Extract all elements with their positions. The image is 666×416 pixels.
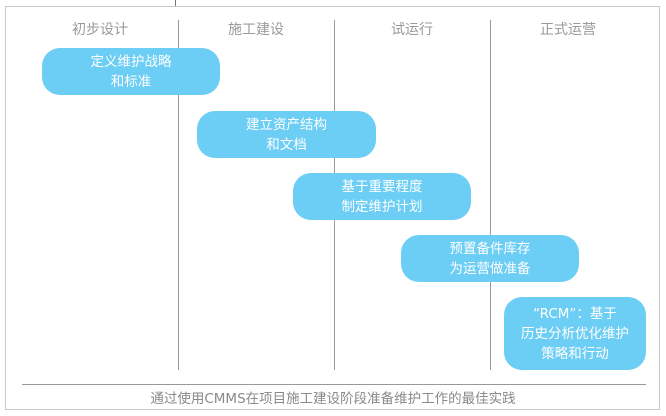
task-line: 历史分析优化维护 — [521, 325, 629, 342]
phase-divider — [178, 20, 179, 370]
phase-header-operation: 正式运营 — [540, 22, 596, 38]
task-line: 预置备件库存 — [449, 240, 531, 257]
task-line: 建立资产结构 — [246, 116, 327, 133]
task-box-rcm: “RCM”：基于 历史分析优化维护 策略和行动 — [504, 297, 646, 370]
phase-header-design: 初步设计 — [72, 22, 128, 38]
diagram-caption: 通过使用CMMS在项目施工建设阶段准备维护工作的最佳实践 — [150, 391, 516, 407]
phase-header-construction: 施工建设 — [228, 22, 284, 38]
task-box-spare-parts: 预置备件库存 为运营做准备 — [401, 235, 579, 282]
task-box-strategy: 定义维护战略 和标准 — [42, 48, 220, 95]
task-line: 策略和行动 — [541, 345, 609, 362]
phase-header-commissioning: 试运行 — [391, 22, 433, 38]
task-line: 为运营做准备 — [449, 260, 531, 277]
top-connector-line — [175, 0, 176, 6]
diagram-frame — [5, 6, 660, 410]
task-line: 基于重要程度 — [341, 178, 423, 195]
task-box-asset-structure: 建立资产结构 和文档 — [197, 111, 376, 158]
task-line: 定义维护战略 — [90, 53, 172, 70]
task-line: 和文档 — [266, 136, 307, 153]
task-line: “RCM”：基于 — [533, 305, 617, 322]
task-line: 和标准 — [110, 73, 152, 90]
task-box-maintenance-plan: 基于重要程度 制定维护计划 — [293, 173, 471, 220]
phase-divider — [490, 20, 491, 370]
task-line: 制定维护计划 — [341, 198, 423, 215]
caption-divider — [22, 384, 646, 385]
